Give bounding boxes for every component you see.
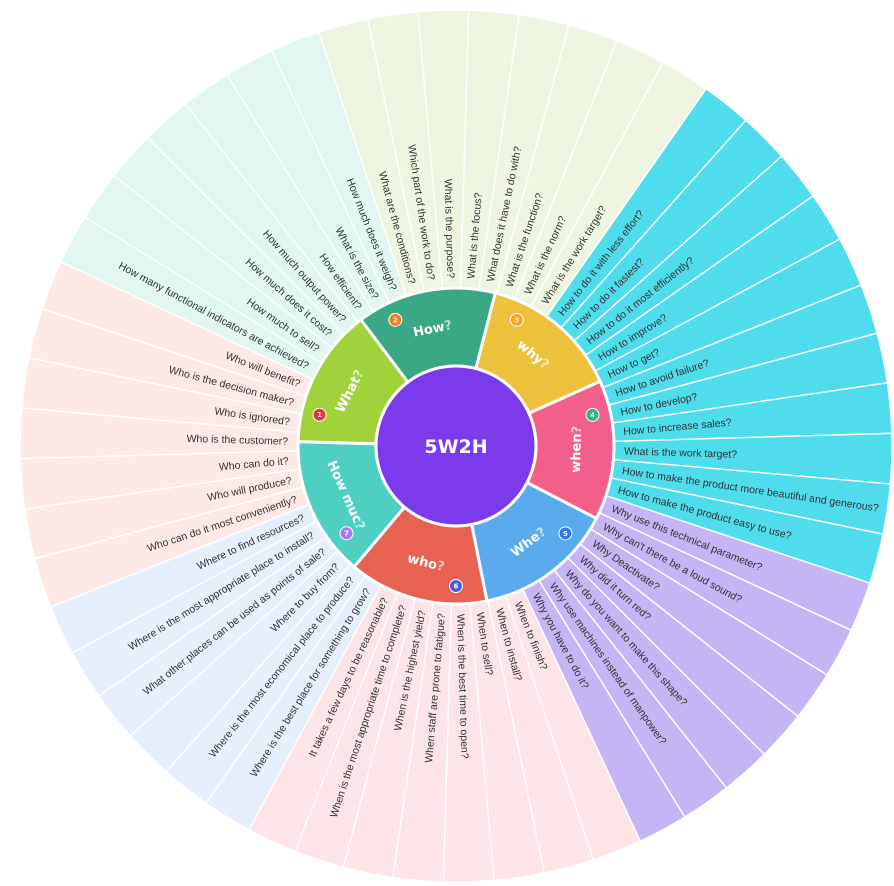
question-label: When is the best time to open? bbox=[454, 614, 470, 759]
number-badge-text: 2 bbox=[393, 316, 398, 324]
category-label-text: who bbox=[406, 551, 439, 573]
category-label-when: when? bbox=[569, 426, 585, 473]
question-mark-glyph: ? bbox=[570, 426, 585, 434]
question-mark-glyph: ? bbox=[443, 318, 453, 334]
category-label-who: who? bbox=[406, 551, 446, 575]
number-badge-text: 4 bbox=[590, 411, 595, 419]
category-label-text: when bbox=[569, 433, 585, 473]
number-badge-text: 5 bbox=[563, 530, 568, 538]
question-label: What is the work target? bbox=[624, 446, 738, 461]
number-badge bbox=[448, 579, 463, 593]
number-badge-text: 1 bbox=[317, 411, 322, 419]
category-label-how: How? bbox=[412, 318, 454, 340]
number-badge bbox=[339, 526, 354, 541]
number-badge-text: 3 bbox=[514, 316, 519, 324]
number-badge bbox=[312, 407, 327, 422]
number-badge bbox=[585, 407, 600, 422]
center-circle bbox=[374, 364, 538, 528]
center-hub: 5W2H bbox=[374, 364, 538, 528]
number-badge-text: 7 bbox=[344, 530, 349, 538]
center-label: 5W2H bbox=[424, 436, 487, 458]
question-label: What is the purpose? bbox=[442, 179, 457, 279]
outer-ring: How to do it with less effort?How to do … bbox=[19, 9, 893, 883]
category-label-text: How bbox=[412, 320, 446, 341]
question-mark-glyph: ? bbox=[435, 559, 446, 575]
number-badge bbox=[558, 526, 573, 541]
number-badge bbox=[509, 312, 524, 327]
number-badge bbox=[388, 312, 403, 327]
question-label: Who is the customer? bbox=[186, 433, 288, 448]
number-badge-text: 6 bbox=[453, 582, 458, 590]
